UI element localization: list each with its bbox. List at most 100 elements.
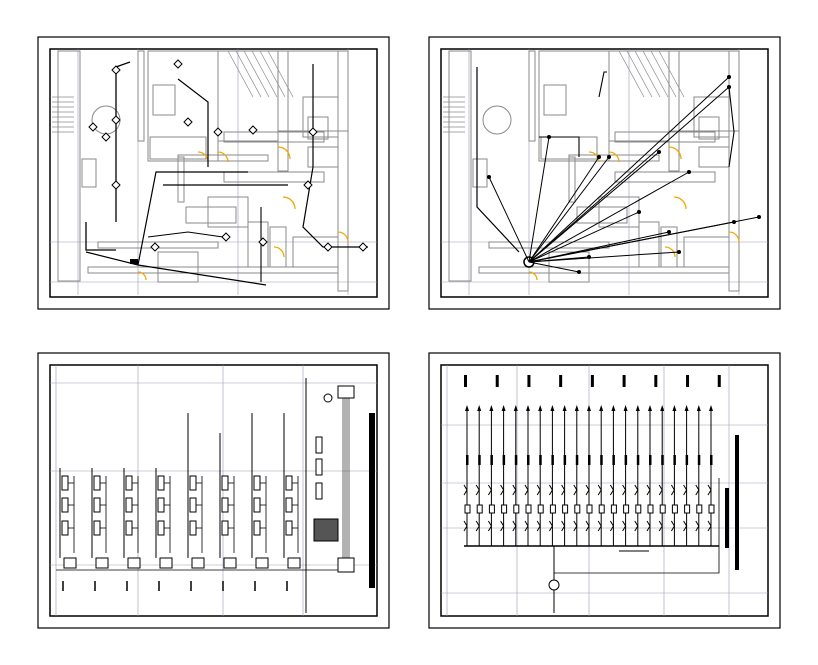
- sheet-border: [37, 36, 390, 310]
- door-swing: [137, 271, 147, 281]
- arrow-icon: [587, 405, 591, 411]
- load-mark: [661, 455, 664, 465]
- load-mark: [539, 455, 542, 465]
- meter-base-icon: [337, 385, 355, 399]
- unit-panel-icon: [223, 557, 237, 569]
- door-swing: [588, 151, 600, 163]
- wall: [277, 50, 289, 172]
- schedule-bar: [725, 488, 729, 548]
- wall: [87, 266, 339, 274]
- schedule-bar: [735, 435, 739, 570]
- arrow-icon: [672, 405, 677, 411]
- sofa: [472, 158, 488, 188]
- arrow-icon: [489, 405, 494, 411]
- arrow-icon: [574, 405, 579, 411]
- load-mark: [527, 455, 530, 465]
- wall: [302, 96, 339, 138]
- arrow-icon: [526, 405, 530, 411]
- breaker-icon: [487, 520, 492, 532]
- sheet-border: [428, 352, 781, 629]
- fuse-icon: [501, 504, 508, 514]
- load-mark: [551, 455, 554, 465]
- meter-icon: [253, 520, 261, 536]
- arrow-icon: [635, 405, 640, 411]
- breaker-icon: [670, 520, 675, 532]
- meter-icon: [125, 497, 133, 513]
- breaker-icon: [475, 520, 480, 532]
- door-swing: [668, 146, 682, 160]
- fuse-icon: [623, 504, 630, 514]
- breaker-icon: [524, 484, 529, 496]
- breaker-icon: [561, 484, 566, 496]
- wall: [478, 266, 730, 274]
- circuit-tag: [686, 375, 690, 387]
- home-run-wire: [488, 176, 530, 263]
- breaker-icon: [597, 520, 602, 532]
- door-swing: [673, 196, 687, 210]
- wall: [185, 206, 237, 224]
- home-run-wire: [528, 261, 580, 273]
- arrow-icon: [562, 405, 567, 411]
- meter-icon: [253, 475, 261, 491]
- sofa: [81, 158, 97, 188]
- breaker-icon: [658, 484, 663, 496]
- breaker-icon: [683, 484, 688, 496]
- roof-hatch: [235, 50, 262, 98]
- breaker-icon: [512, 520, 517, 532]
- wall: [57, 50, 81, 282]
- roof-hatch: [267, 50, 294, 98]
- door-swing: [664, 246, 676, 258]
- home-run-wire: [528, 76, 730, 263]
- load-mark: [502, 455, 506, 465]
- load-mark: [466, 455, 469, 465]
- breaker-icon: [315, 482, 323, 500]
- lighting-circuit: [85, 222, 116, 251]
- load-mark: [685, 455, 689, 465]
- roof-hatch: [243, 50, 270, 98]
- arrow-icon: [513, 405, 518, 411]
- load-mark: [649, 455, 652, 465]
- meter-icon: [157, 475, 165, 491]
- breaker-icon: [463, 484, 468, 496]
- unit-panel-icon: [127, 557, 141, 569]
- receptacle-icon: [607, 155, 611, 159]
- meter-icon: [221, 497, 229, 513]
- home-run-wire: [528, 156, 600, 263]
- arrow-icon: [477, 405, 482, 411]
- meter-icon: [61, 475, 69, 491]
- arrow-icon: [648, 405, 652, 411]
- fuse-icon: [488, 504, 495, 514]
- breaker-icon: [548, 520, 553, 532]
- sheet-border: [37, 352, 390, 629]
- receptacle-icon: [667, 230, 671, 234]
- breaker-icon: [548, 484, 553, 496]
- breaker-icon: [609, 520, 614, 532]
- load-mark: [563, 455, 567, 465]
- arrow-icon: [538, 405, 543, 411]
- power-circuit: [598, 71, 607, 98]
- meter-icon: [253, 497, 261, 513]
- fuse-icon: [586, 504, 593, 514]
- receptacle-icon: [637, 210, 641, 214]
- arrow-icon: [684, 405, 689, 411]
- lighting-circuit: [137, 171, 248, 266]
- light-fixture-icon: [323, 242, 333, 252]
- meter-icon: [189, 497, 197, 513]
- sheet-panel-schedule: [428, 352, 781, 629]
- load-mark: [710, 455, 713, 465]
- home-run-wire: [528, 86, 730, 263]
- light-fixture-icon: [101, 132, 111, 142]
- roof-hatch: [634, 50, 661, 98]
- meter-icon: [221, 475, 229, 491]
- breaker-icon: [475, 484, 480, 496]
- meter-icon: [61, 520, 69, 536]
- light-fixture-icon: [111, 65, 121, 75]
- transformer-icon: [323, 393, 333, 403]
- light-fixture-icon: [150, 242, 160, 252]
- circuit-tag: [527, 375, 531, 387]
- home-run-wire: [528, 156, 610, 263]
- home-run-wire: [528, 231, 670, 263]
- power-circuit: [728, 86, 735, 168]
- breaker-icon: [536, 520, 541, 532]
- roof-hatch: [650, 50, 677, 98]
